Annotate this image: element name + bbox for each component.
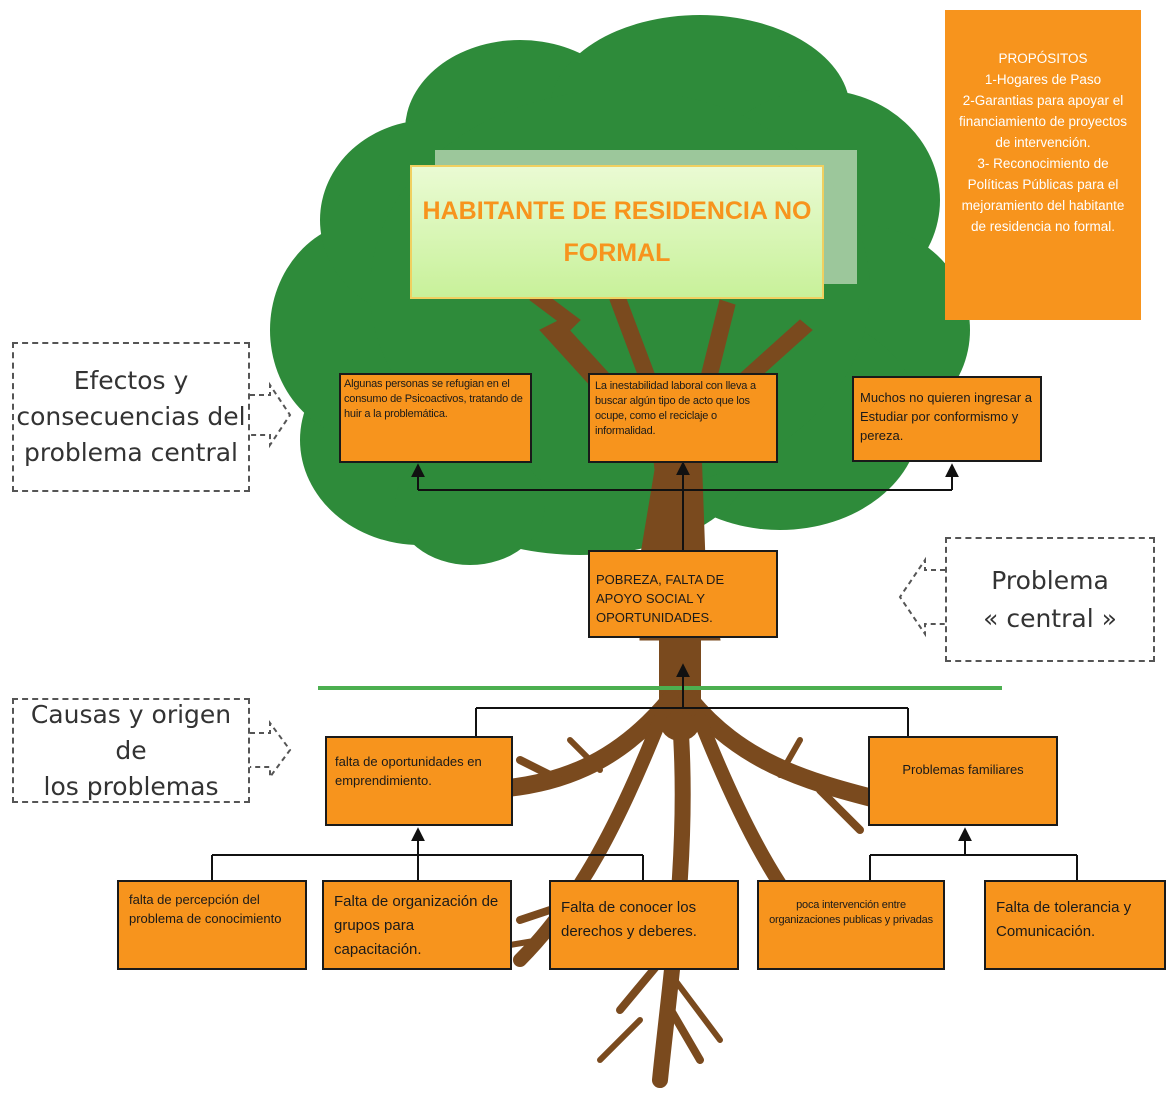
sub-cause-box: Falta de tolerancia y Comunicación. — [984, 880, 1166, 970]
central-label: Problema « central » — [983, 565, 1117, 633]
effects-label-box: Efectos y consecuencias del problema cen… — [12, 342, 250, 492]
cause-box: Problemas familiares — [868, 736, 1058, 826]
purposes-panel: PROPÓSITOS 1-Hogares de Paso 2-Garantias… — [945, 10, 1141, 320]
effect-text: Algunas personas se refugian en el consu… — [344, 378, 523, 420]
effects-label: Efectos y consecuencias del problema cen… — [16, 366, 246, 467]
diagram-title: HABITANTE DE RESIDENCIA NO FORMAL — [422, 197, 812, 267]
purpose-line: Políticas Públicas para el — [967, 177, 1119, 192]
effect-text: La inestabilidad laboral con lleva a bus… — [595, 380, 756, 437]
purposes-heading: PROPÓSITOS — [998, 51, 1088, 66]
central-problem-box: POBREZA, FALTA DE APOYO SOCIAL Y OPORTUN… — [588, 550, 778, 638]
sub-cause-box: Falta de conocer los derechos y deberes. — [549, 880, 739, 970]
cause-text: falta de oportunidades en emprendimiento… — [335, 754, 482, 788]
sub-cause-box: poca intervención entre organizaciones p… — [757, 880, 945, 970]
sub-cause-box: Falta de organización de grupos para cap… — [322, 880, 512, 970]
central-label-box: Problema « central » — [945, 537, 1155, 662]
sub-cause-text: falta de percepción del problema de cono… — [129, 892, 282, 926]
sub-cause-text: Falta de tolerancia y Comunicación. — [996, 899, 1132, 940]
purpose-line: 2-Garantias para apoyar el — [962, 93, 1124, 108]
label-arrows — [250, 381, 945, 781]
central-problem-text: POBREZA, FALTA DE APOYO SOCIAL Y OPORTUN… — [596, 572, 725, 625]
purpose-line: de residencia no formal. — [970, 219, 1116, 234]
cause-box: falta de oportunidades en emprendimiento… — [325, 736, 513, 826]
sub-cause-text: poca intervención entre organizaciones p… — [769, 899, 933, 926]
tree-roots — [461, 619, 889, 1088]
connector-lines — [211, 461, 1078, 880]
causes-label: Causas y origen de los problemas — [30, 699, 232, 801]
purpose-line: 3- Reconocimiento de — [977, 156, 1109, 171]
diagram-title-box: HABITANTE DE RESIDENCIA NO FORMAL — [410, 165, 824, 299]
purpose-line: de intervención. — [995, 135, 1091, 150]
sub-cause-box: falta de percepción del problema de cono… — [117, 880, 307, 970]
effect-box: La inestabilidad laboral con lleva a bus… — [588, 373, 778, 463]
effect-box: Algunas personas se refugian en el consu… — [339, 373, 532, 463]
sub-cause-text: Falta de organización de grupos para cap… — [334, 893, 499, 958]
purpose-line: 1-Hogares de Paso — [984, 72, 1102, 87]
effect-text: Muchos no quieren ingresar a Estudiar po… — [860, 390, 1032, 443]
effect-box: Muchos no quieren ingresar a Estudiar po… — [852, 376, 1042, 462]
cause-text: Problemas familiares — [902, 762, 1024, 777]
purpose-line: financiamiento de proyectos — [958, 114, 1128, 129]
causes-label-box: Causas y origen de los problemas — [12, 698, 250, 803]
purpose-line: mejoramiento del habitante — [961, 198, 1125, 213]
sub-cause-text: Falta de conocer los derechos y deberes. — [561, 899, 697, 940]
